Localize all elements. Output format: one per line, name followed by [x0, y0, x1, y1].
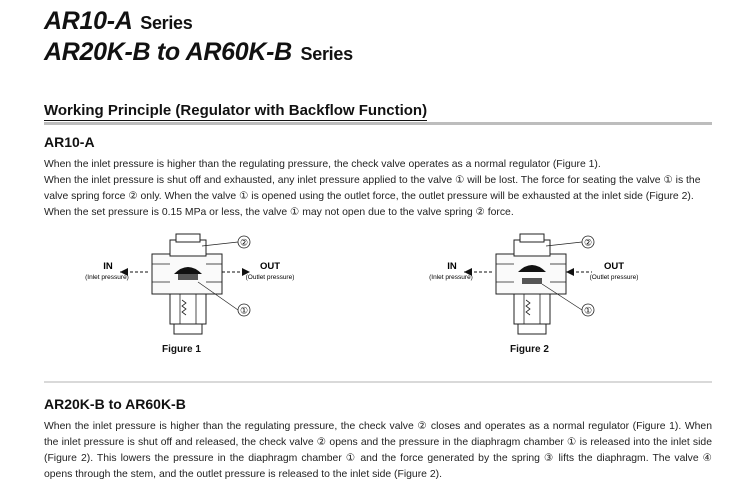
- ar10-subtitle: AR10-A: [44, 134, 95, 150]
- callout-circle-bottom: [237, 303, 251, 317]
- in-arrow-head: [464, 268, 472, 276]
- callout-leader-top: [545, 241, 583, 247]
- in-sublabel: (Inlet pressure): [429, 274, 473, 281]
- series-suffix: Series: [300, 44, 354, 64]
- callout-circle-bottom: [581, 303, 595, 317]
- figure-2-diagram: IN (Inlet pressure) OUT (Outlet pressure…: [429, 233, 639, 335]
- out-sublabel: (Outlet pressure): [590, 274, 639, 281]
- check-valve-seat: [518, 265, 546, 272]
- series-suffix: Series: [140, 13, 193, 33]
- callout-number-top: ②: [584, 238, 592, 248]
- series-model-ar10: AR10-A: [44, 7, 132, 35]
- series-title-ar20-60: AR20K-B to AR60K-B Series: [44, 38, 353, 67]
- in-label: IN: [103, 261, 113, 272]
- callout-number-bottom: ①: [240, 306, 248, 316]
- callout-leader-bottom: [197, 281, 239, 311]
- out-sublabel: (Outlet pressure): [246, 274, 295, 281]
- valve-body: [495, 253, 567, 295]
- callout-circle-top: [237, 235, 251, 249]
- valve-disc: [178, 274, 198, 280]
- series-model-ar20-60: AR20K-B to AR60K-B: [44, 38, 292, 66]
- callout-number-bottom: ①: [584, 306, 592, 316]
- valve-bottom: [517, 323, 547, 335]
- ar10-paragraph-2: When the inlet pressure is shut off and …: [44, 175, 701, 218]
- in-label: IN: [447, 261, 457, 272]
- out-arrow-head: [242, 268, 250, 276]
- figure-1-caption: Figure 1: [162, 344, 201, 355]
- ar20-subtitle: AR20K-B to AR60K-B: [44, 396, 186, 412]
- ar10-description: When the inlet pressure is higher than t…: [44, 157, 712, 221]
- section-divider: [44, 122, 712, 125]
- callout-number-top: ②: [240, 238, 248, 248]
- ar10-paragraph-1: When the inlet pressure is higher than t…: [44, 159, 601, 170]
- callout-circle-top: [581, 235, 595, 249]
- spring-icon: [525, 299, 531, 316]
- valve-stem-housing: [513, 293, 551, 325]
- check-valve-seat: [174, 267, 202, 274]
- in-sublabel: (Inlet pressure): [85, 274, 129, 281]
- callout-leader-bottom: [541, 283, 583, 311]
- out-label: OUT: [260, 261, 280, 272]
- ar20-paragraph: When the inlet pressure is higher than t…: [44, 421, 712, 480]
- section-title: Working Principle (Regulator with Backfl…: [44, 102, 428, 121]
- valve-disc: [522, 278, 542, 284]
- valve-stem-housing: [169, 293, 207, 325]
- spring-icon: [181, 299, 187, 316]
- series-title-ar10: AR10-A Series: [44, 7, 193, 36]
- backflow-arrow-head: [566, 268, 574, 276]
- valve-bottom: [173, 323, 203, 335]
- out-label: OUT: [604, 261, 624, 272]
- figure-1-diagram: IN (Inlet pressure) OUT (Outlet pressure…: [85, 233, 295, 335]
- figure-2-caption: Figure 2: [510, 344, 549, 355]
- subsection-divider: [44, 381, 712, 383]
- ar20-description: When the inlet pressure is higher than t…: [44, 419, 712, 483]
- callout-leader-top: [201, 241, 239, 247]
- in-arrow-head: [120, 268, 128, 276]
- valve-cap: [175, 233, 201, 243]
- valve-cap: [519, 233, 545, 243]
